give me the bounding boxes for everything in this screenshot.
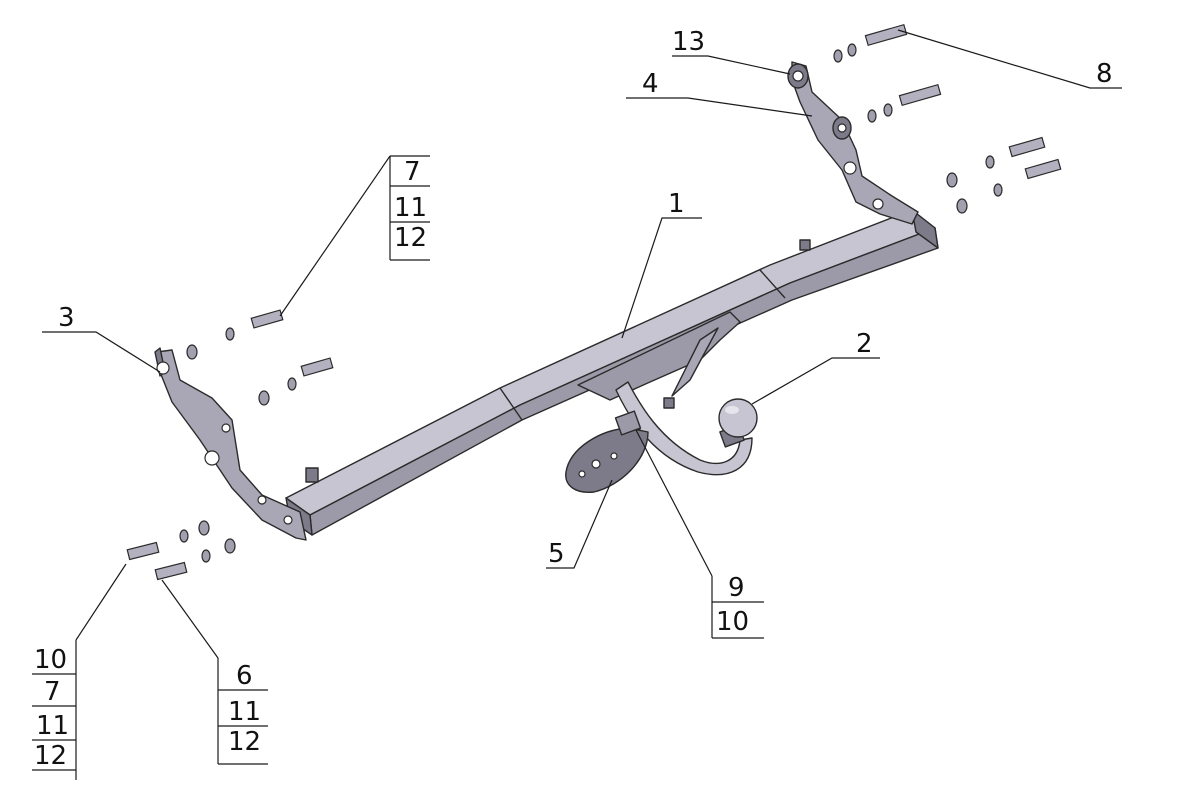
stack-lower-left-3: 12: [34, 741, 67, 771]
callout-3-label: 3: [58, 303, 75, 333]
stack-lower-mid: 6 11 12: [161, 579, 268, 765]
stack-ball-mount-1: 10: [716, 607, 749, 637]
stack-lower-left-0: 10: [34, 645, 67, 675]
tow-hook: [577, 311, 758, 476]
callout-13: 13: [672, 27, 791, 75]
stack-upper-left-0: 7: [404, 157, 421, 187]
stack-lower-mid-2: 12: [228, 727, 261, 757]
callout-4-label: 4: [642, 69, 659, 99]
stack-ball-mount: 9 10: [635, 429, 764, 639]
callout-2-label: 2: [856, 329, 873, 359]
callout-8: 8: [897, 29, 1122, 89]
callout-5: 5: [546, 479, 613, 569]
callout-13-label: 13: [672, 27, 705, 57]
stack-upper-left: 7 11 12: [279, 155, 430, 317]
socket-plate: [565, 410, 649, 493]
callout-2: 2: [751, 329, 880, 405]
callout-1-label: 1: [668, 189, 685, 219]
stack-lower-mid-0: 6: [236, 661, 253, 691]
callout-5-label: 5: [548, 539, 565, 569]
stack-lower-mid-1: 11: [228, 697, 261, 727]
callout-3: 3: [42, 303, 161, 373]
stack-upper-left-2: 12: [394, 223, 427, 253]
stack-lower-left-2: 11: [36, 711, 69, 741]
callout-8-label: 8: [1096, 59, 1113, 89]
stack-upper-left-1: 11: [394, 193, 427, 223]
right-bracket: [787, 61, 919, 225]
fasteners: [126, 23, 1062, 581]
callout-4: 4: [626, 69, 813, 117]
left-bracket: [154, 347, 307, 541]
stack-lower-left-1: 7: [44, 677, 61, 707]
callout-1: 1: [621, 189, 702, 339]
stack-lower-left: 10 7 11 12: [32, 563, 127, 780]
stack-ball-mount-0: 9: [728, 573, 745, 603]
